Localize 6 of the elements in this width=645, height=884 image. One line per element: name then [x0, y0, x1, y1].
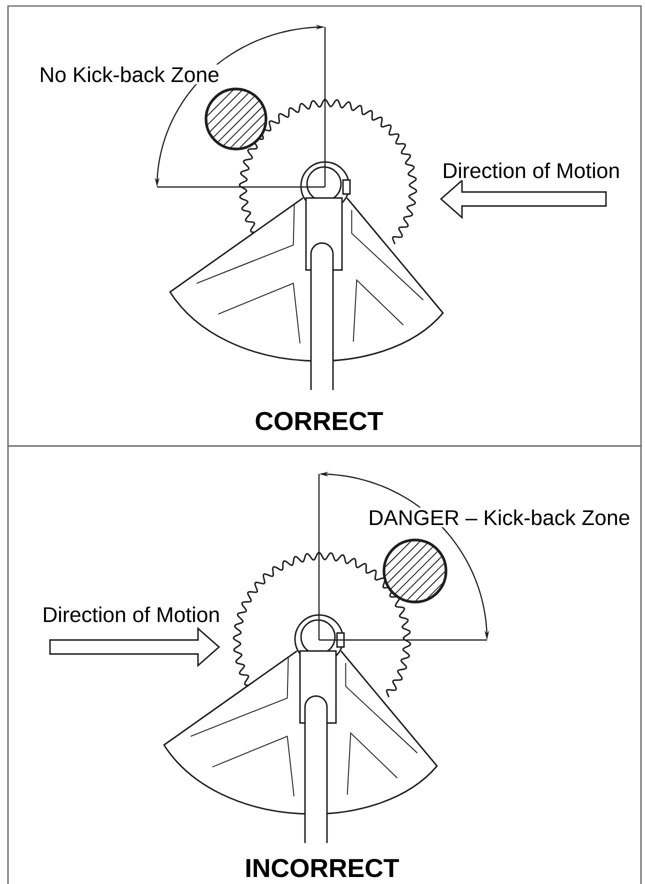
zone-label: No Kick-back Zone: [37, 64, 222, 84]
panel-caption: CORRECT: [256, 412, 383, 430]
motion-label: Direction of Motion: [40, 604, 222, 624]
panel-caption: INCORRECT: [246, 858, 399, 878]
zone-label: DANGER – Kick-back Zone: [366, 508, 632, 528]
motion-label: Direction of Motion: [440, 160, 622, 180]
